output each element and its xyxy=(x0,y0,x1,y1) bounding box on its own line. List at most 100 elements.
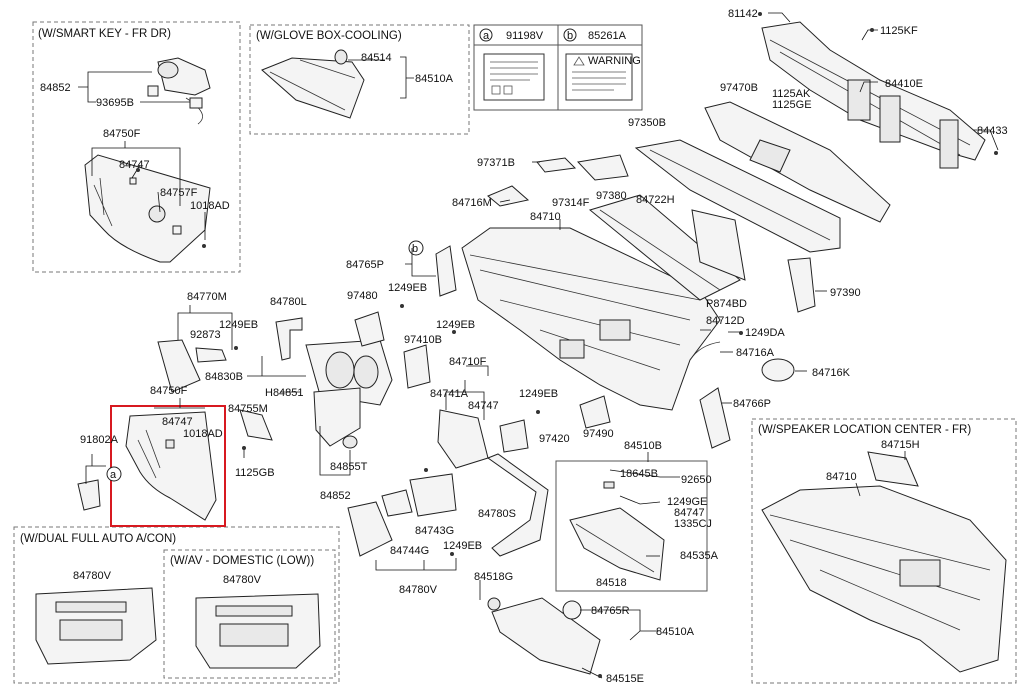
box-smart-key-title: (W/SMART KEY - FR DR) xyxy=(38,28,171,40)
box-speaker-title: (W/SPEAKER LOCATION CENTER - FR) xyxy=(758,424,971,436)
part-84755m xyxy=(239,409,273,441)
part-92873 xyxy=(195,347,227,363)
fascia-dual-ac xyxy=(35,587,157,665)
box-glove-cooling: (W/GLOVE BOX-COOLING) xyxy=(249,24,470,135)
part-label: 84518 xyxy=(596,577,627,589)
part-label: 84710 xyxy=(826,471,857,483)
part-84852 xyxy=(313,387,361,447)
part-label: 84852 xyxy=(40,82,71,94)
part-84780s xyxy=(486,453,549,557)
warning-label-text: WARNING xyxy=(588,55,641,67)
part-label: 1249GE xyxy=(667,496,707,508)
part-label: 1249EB xyxy=(436,319,475,331)
part-label: P874BD xyxy=(706,298,747,310)
part-label: 1125KF xyxy=(880,25,918,37)
part-label: 97390 xyxy=(830,287,861,299)
part-label: 84747 xyxy=(119,159,150,171)
part-label: 84741A xyxy=(430,388,469,400)
part-label: 84747 xyxy=(674,507,705,519)
label-table: a 91198V b 85261A WARNING xyxy=(473,24,643,111)
part-label: 84780V xyxy=(73,570,112,582)
part-label: 84510A xyxy=(656,626,695,638)
lower-panel-84750f xyxy=(125,411,217,521)
part-label: 84830B xyxy=(205,371,243,383)
callout-b xyxy=(408,240,424,256)
part-label: 84747 xyxy=(468,400,499,412)
defroster-duct xyxy=(634,101,891,253)
box-glove-cooling-title: (W/GLOVE BOX-COOLING) xyxy=(256,30,402,42)
part-label: 1018AD xyxy=(190,200,230,212)
box-84510b xyxy=(555,460,708,592)
box-av-domestic-title: (W/AV - DOMESTIC (LOW)) xyxy=(170,555,314,567)
part-label: 84515E xyxy=(606,673,644,685)
box-smart-key: (W/SMART KEY - FR DR) xyxy=(32,21,241,273)
table-symbol-a: a xyxy=(483,30,490,42)
cowl-cross-bar xyxy=(761,21,986,169)
crash-pad-main xyxy=(461,194,741,411)
part-label: 97470B xyxy=(720,82,758,94)
part-84770m xyxy=(157,339,201,393)
part-label: 84410E xyxy=(885,78,923,90)
part-label: 84510B xyxy=(624,440,662,452)
part-label: 84743G xyxy=(415,525,454,537)
part-97420 xyxy=(499,419,529,453)
part-label: 84852 xyxy=(320,490,351,502)
part-label: 84510A xyxy=(415,73,454,85)
callout-a-text: a xyxy=(110,469,117,481)
fascia-av xyxy=(195,593,321,669)
part-label: 1335CJ xyxy=(674,518,712,530)
part-84765r xyxy=(562,600,582,620)
part-label: 84715H xyxy=(881,439,920,451)
part-label: 84750F xyxy=(103,128,141,140)
lower-panel-smart-key xyxy=(84,154,211,263)
callout-a xyxy=(106,466,122,482)
callout-b-text: b xyxy=(412,243,418,255)
part-label: 84757F xyxy=(160,187,198,199)
part-label: 84780S xyxy=(478,508,516,520)
part-label: 84750F xyxy=(150,385,188,397)
fastener-dots xyxy=(136,12,998,678)
table-part-b: 85261A xyxy=(588,30,627,42)
part-label: 1249EB xyxy=(519,388,558,400)
part-label: 1125GE xyxy=(772,99,812,111)
part-p874bd xyxy=(691,209,746,281)
glove-box-cooling xyxy=(261,49,365,119)
part-label: 97350B xyxy=(628,117,666,129)
part-label: 92873 xyxy=(190,329,221,341)
part-label: 1125GB xyxy=(235,467,275,479)
part-label: 84716M xyxy=(452,197,492,209)
highlight-box xyxy=(110,405,226,527)
part-label: 84780L xyxy=(270,296,307,308)
part-84855t xyxy=(342,435,358,449)
speaker-crash-pad xyxy=(761,451,1007,673)
table-part-a: 91198V xyxy=(506,30,544,42)
part-label: 1018AD xyxy=(183,428,223,440)
part-label: 84765R xyxy=(591,605,630,617)
part-97371b xyxy=(536,157,577,173)
part-84780l xyxy=(275,317,303,361)
part-97490 xyxy=(579,395,611,429)
part-label: 81142 xyxy=(728,8,758,20)
part-label: 92650 xyxy=(681,474,712,486)
part-label: 84766P xyxy=(733,398,771,410)
part-label: 84755M xyxy=(228,403,268,415)
part-label: 97314F xyxy=(552,197,590,209)
part-label: 84780V xyxy=(223,574,262,586)
leader-lines xyxy=(78,12,999,679)
box-dual-ac-title: (W/DUAL FULL AUTO A/CON) xyxy=(20,533,176,545)
part-label: 97490 xyxy=(583,428,614,440)
part-84741a xyxy=(437,409,489,469)
part-label: 97420 xyxy=(539,433,570,445)
part-label: 84716A xyxy=(736,347,775,359)
part-label: 91802A xyxy=(80,434,119,446)
part-label: 84747 xyxy=(162,416,193,428)
smart-key-module xyxy=(147,57,211,125)
part-label: 84712D xyxy=(706,315,745,327)
part-label: 84722H xyxy=(636,194,675,206)
part-97390 xyxy=(787,257,816,313)
part-84716m xyxy=(487,185,530,207)
box-speaker: (W/SPEAKER LOCATION CENTER - FR) xyxy=(751,418,1017,684)
part-label: 84744G xyxy=(390,545,429,557)
part-label: 93695B xyxy=(96,97,134,109)
